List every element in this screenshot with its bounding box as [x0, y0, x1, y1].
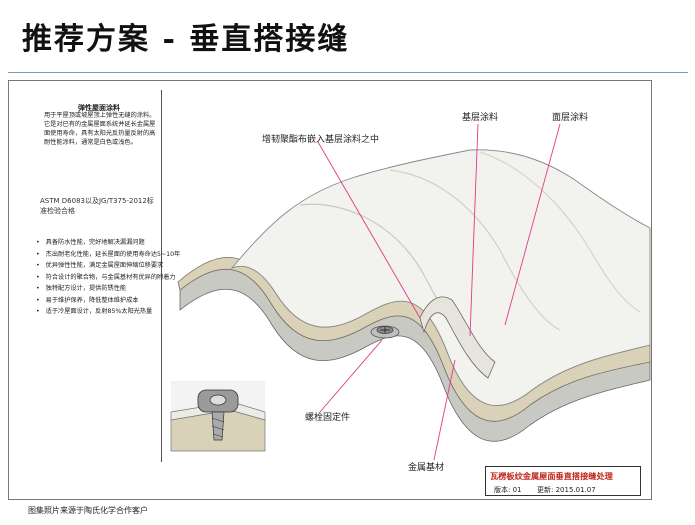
fastener-screw-icon: [370, 325, 400, 339]
drawing-info-box: 瓦楞板纹金属屋面垂直搭接缝处理 版本: 01 更新: 2015.01.07: [485, 466, 641, 496]
feature-item: 杰出耐老化性能，延长屋面的使用寿命达5~10年: [36, 249, 181, 261]
callout-pointers: [317, 123, 561, 461]
product-name: 弹性屋面涂料: [78, 104, 120, 112]
callout-top-coat-label: 面层涂料: [552, 113, 589, 123]
callout-fastener-label: 螺栓固定件: [305, 413, 351, 423]
lap-seam-strip: [419, 296, 496, 379]
feature-item: 具备防水性能，完好地解决漏漏问题: [36, 237, 180, 249]
fastener-detail-inset: [170, 381, 266, 452]
feature-item: 符合设计的聚合物，与金属基材有优异的附着力: [36, 272, 180, 284]
feature-item: 独特配方设计，提供防锈性能: [36, 283, 180, 295]
top-coat-layer: [230, 149, 651, 406]
callout-base-coat-label: 基层涂料: [462, 113, 499, 123]
standard-compliance: ASTM D6083以及JG/T375-2012标准检验合格: [40, 197, 154, 215]
product-description: 用于平屋顶或坡屋顶上弹性无缝的涂料。它是对已有的金属屋面系统并延长金属屋面使用寿…: [44, 112, 156, 146]
drawing-title: 瓦楞板纹金属屋面垂直搭接缝处理: [490, 471, 613, 481]
feature-item: 适于冷屋面设计，反射85%太阳光热量: [36, 306, 180, 318]
rib-line: [479, 151, 641, 313]
drawing-updated: 更新: 2015.01.07: [537, 486, 596, 494]
slide-title: 推荐方案 - 垂直搭接缝: [22, 22, 350, 57]
photo-source-footnote: 图集照片来源于陶氏化学合作客户: [28, 506, 148, 515]
feature-item: 易于维护保养，降低整体维护成本: [36, 295, 180, 307]
feature-item: 优异弹性性能，满足金属屋面伸缩位移要求: [36, 260, 180, 272]
callout-substrate-label: 金属基材: [408, 463, 445, 473]
callout-mesh-label: 增韧聚酯布嵌入基层涂料之中: [262, 135, 380, 145]
feature-list: 具备防水性能，完好地解决漏漏问题 杰出耐老化性能，延长屋面的使用寿命达5~10年…: [36, 237, 181, 318]
drawing-version: 版本: 01: [494, 486, 522, 494]
title-divider: [8, 72, 688, 73]
rib-line: [389, 169, 561, 331]
